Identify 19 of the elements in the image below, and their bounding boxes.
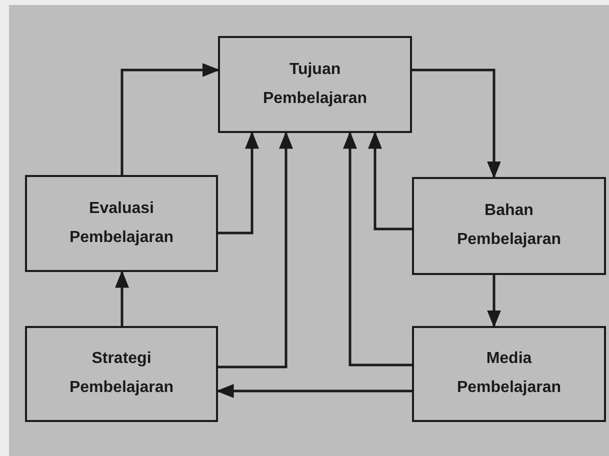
arrow <box>216 384 412 398</box>
process-box <box>412 177 606 275</box>
box-label: Strategi Pembelajaran <box>68 349 175 398</box>
process-box <box>412 326 606 422</box>
box-label: Bahan Pembelajaran <box>456 201 562 250</box>
arrow <box>368 131 412 230</box>
arrow <box>487 275 501 328</box>
arrow <box>120 63 220 175</box>
arrow <box>218 131 259 234</box>
arrow <box>115 270 129 326</box>
process-box <box>218 36 412 133</box>
box-label: Media Pembelajaran <box>456 349 562 398</box>
arrow <box>412 68 501 179</box>
process-box <box>25 175 218 272</box>
box-label: Tujuan Pembelajaran <box>262 60 368 108</box>
process-box <box>25 326 218 422</box>
arrow <box>343 131 412 366</box>
arrow <box>218 131 293 368</box>
box-label: Evaluasi Pembelajaran <box>68 198 175 248</box>
